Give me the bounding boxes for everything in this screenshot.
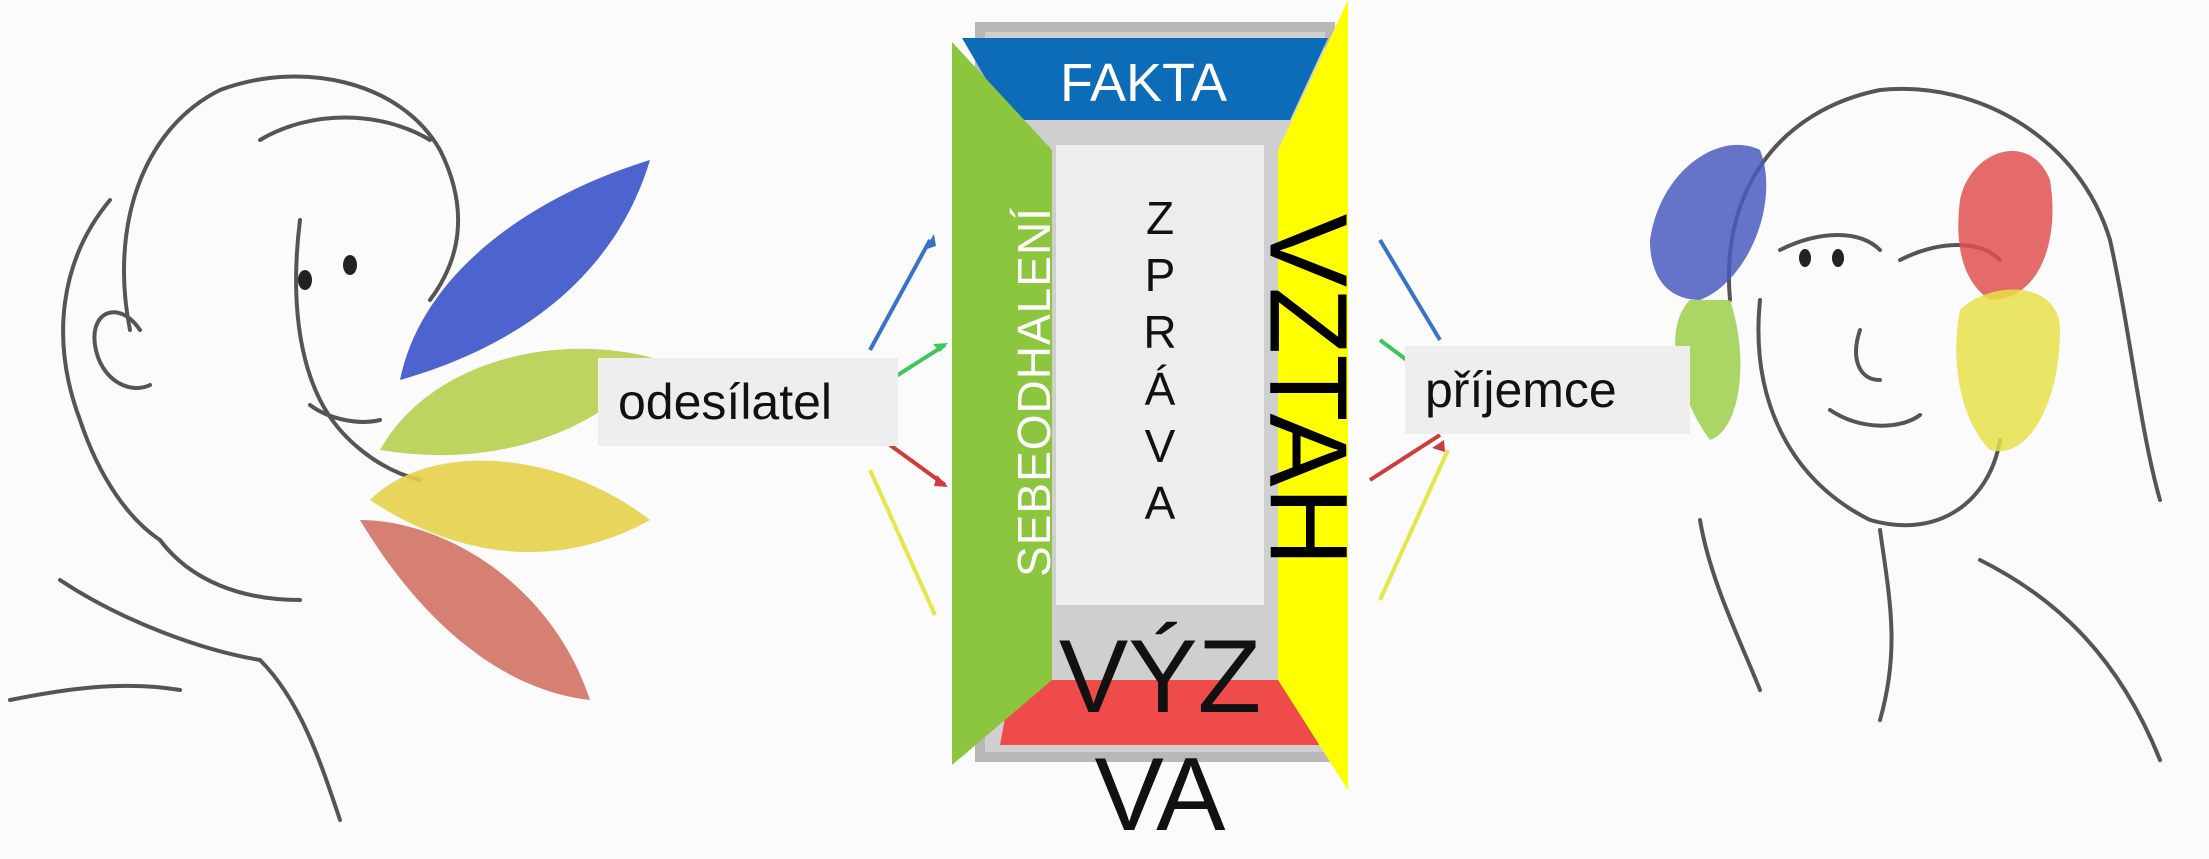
blue-ear-icon: [1650, 144, 1767, 300]
blue-arrow-icon: [868, 239, 932, 351]
relationship-label: VZTAH: [1246, 213, 1370, 567]
facts-label: FAKTA: [1060, 53, 1228, 113]
green-arrow-icon: [888, 343, 947, 382]
receiver-label: příjemce: [1405, 346, 1690, 434]
left-arrows: [868, 239, 947, 616]
red-leaf-icon: [360, 520, 590, 700]
message-label: Z P R Á V A: [1143, 192, 1177, 529]
facts-side: [962, 38, 1328, 120]
receiver-eye-icon: [1832, 249, 1844, 267]
green-leaf-icon: [380, 348, 660, 456]
self-revelation-label: SEBEODHALENÍ: [1008, 207, 1060, 577]
yellow-leaf-icon: [370, 460, 650, 553]
appeal-label: VÝZ VA: [1058, 619, 1262, 853]
blue-leaf-icon: [400, 160, 650, 380]
message-square: [952, 0, 1348, 790]
green-ear-icon: [1675, 300, 1741, 440]
sender-eye-icon: [298, 270, 312, 290]
sender-voice-leaves: [360, 160, 660, 700]
receiver-ears: [1650, 144, 2060, 452]
sender-label: odesílatel: [598, 358, 898, 446]
red-arrow-icon: [1368, 433, 1442, 482]
relationship-side: [1278, 0, 1348, 790]
blue-arrow-icon: [1378, 238, 1442, 342]
receiver-figure: [1698, 86, 2162, 762]
self-revelation-side: [952, 42, 1052, 765]
red-ear-icon: [1958, 151, 2053, 300]
yellow-arrow-icon: [868, 469, 937, 616]
receiver-eye-icon: [1799, 249, 1811, 267]
red-arrow-icon: [888, 443, 947, 487]
yellow-arrow-icon: [1378, 449, 1450, 601]
sender-figure: [8, 74, 461, 822]
appeal-side: [1000, 680, 1330, 745]
yellow-ear-icon: [1956, 289, 2060, 452]
sender-eye-icon: [343, 255, 357, 275]
message-center: [1056, 145, 1264, 605]
